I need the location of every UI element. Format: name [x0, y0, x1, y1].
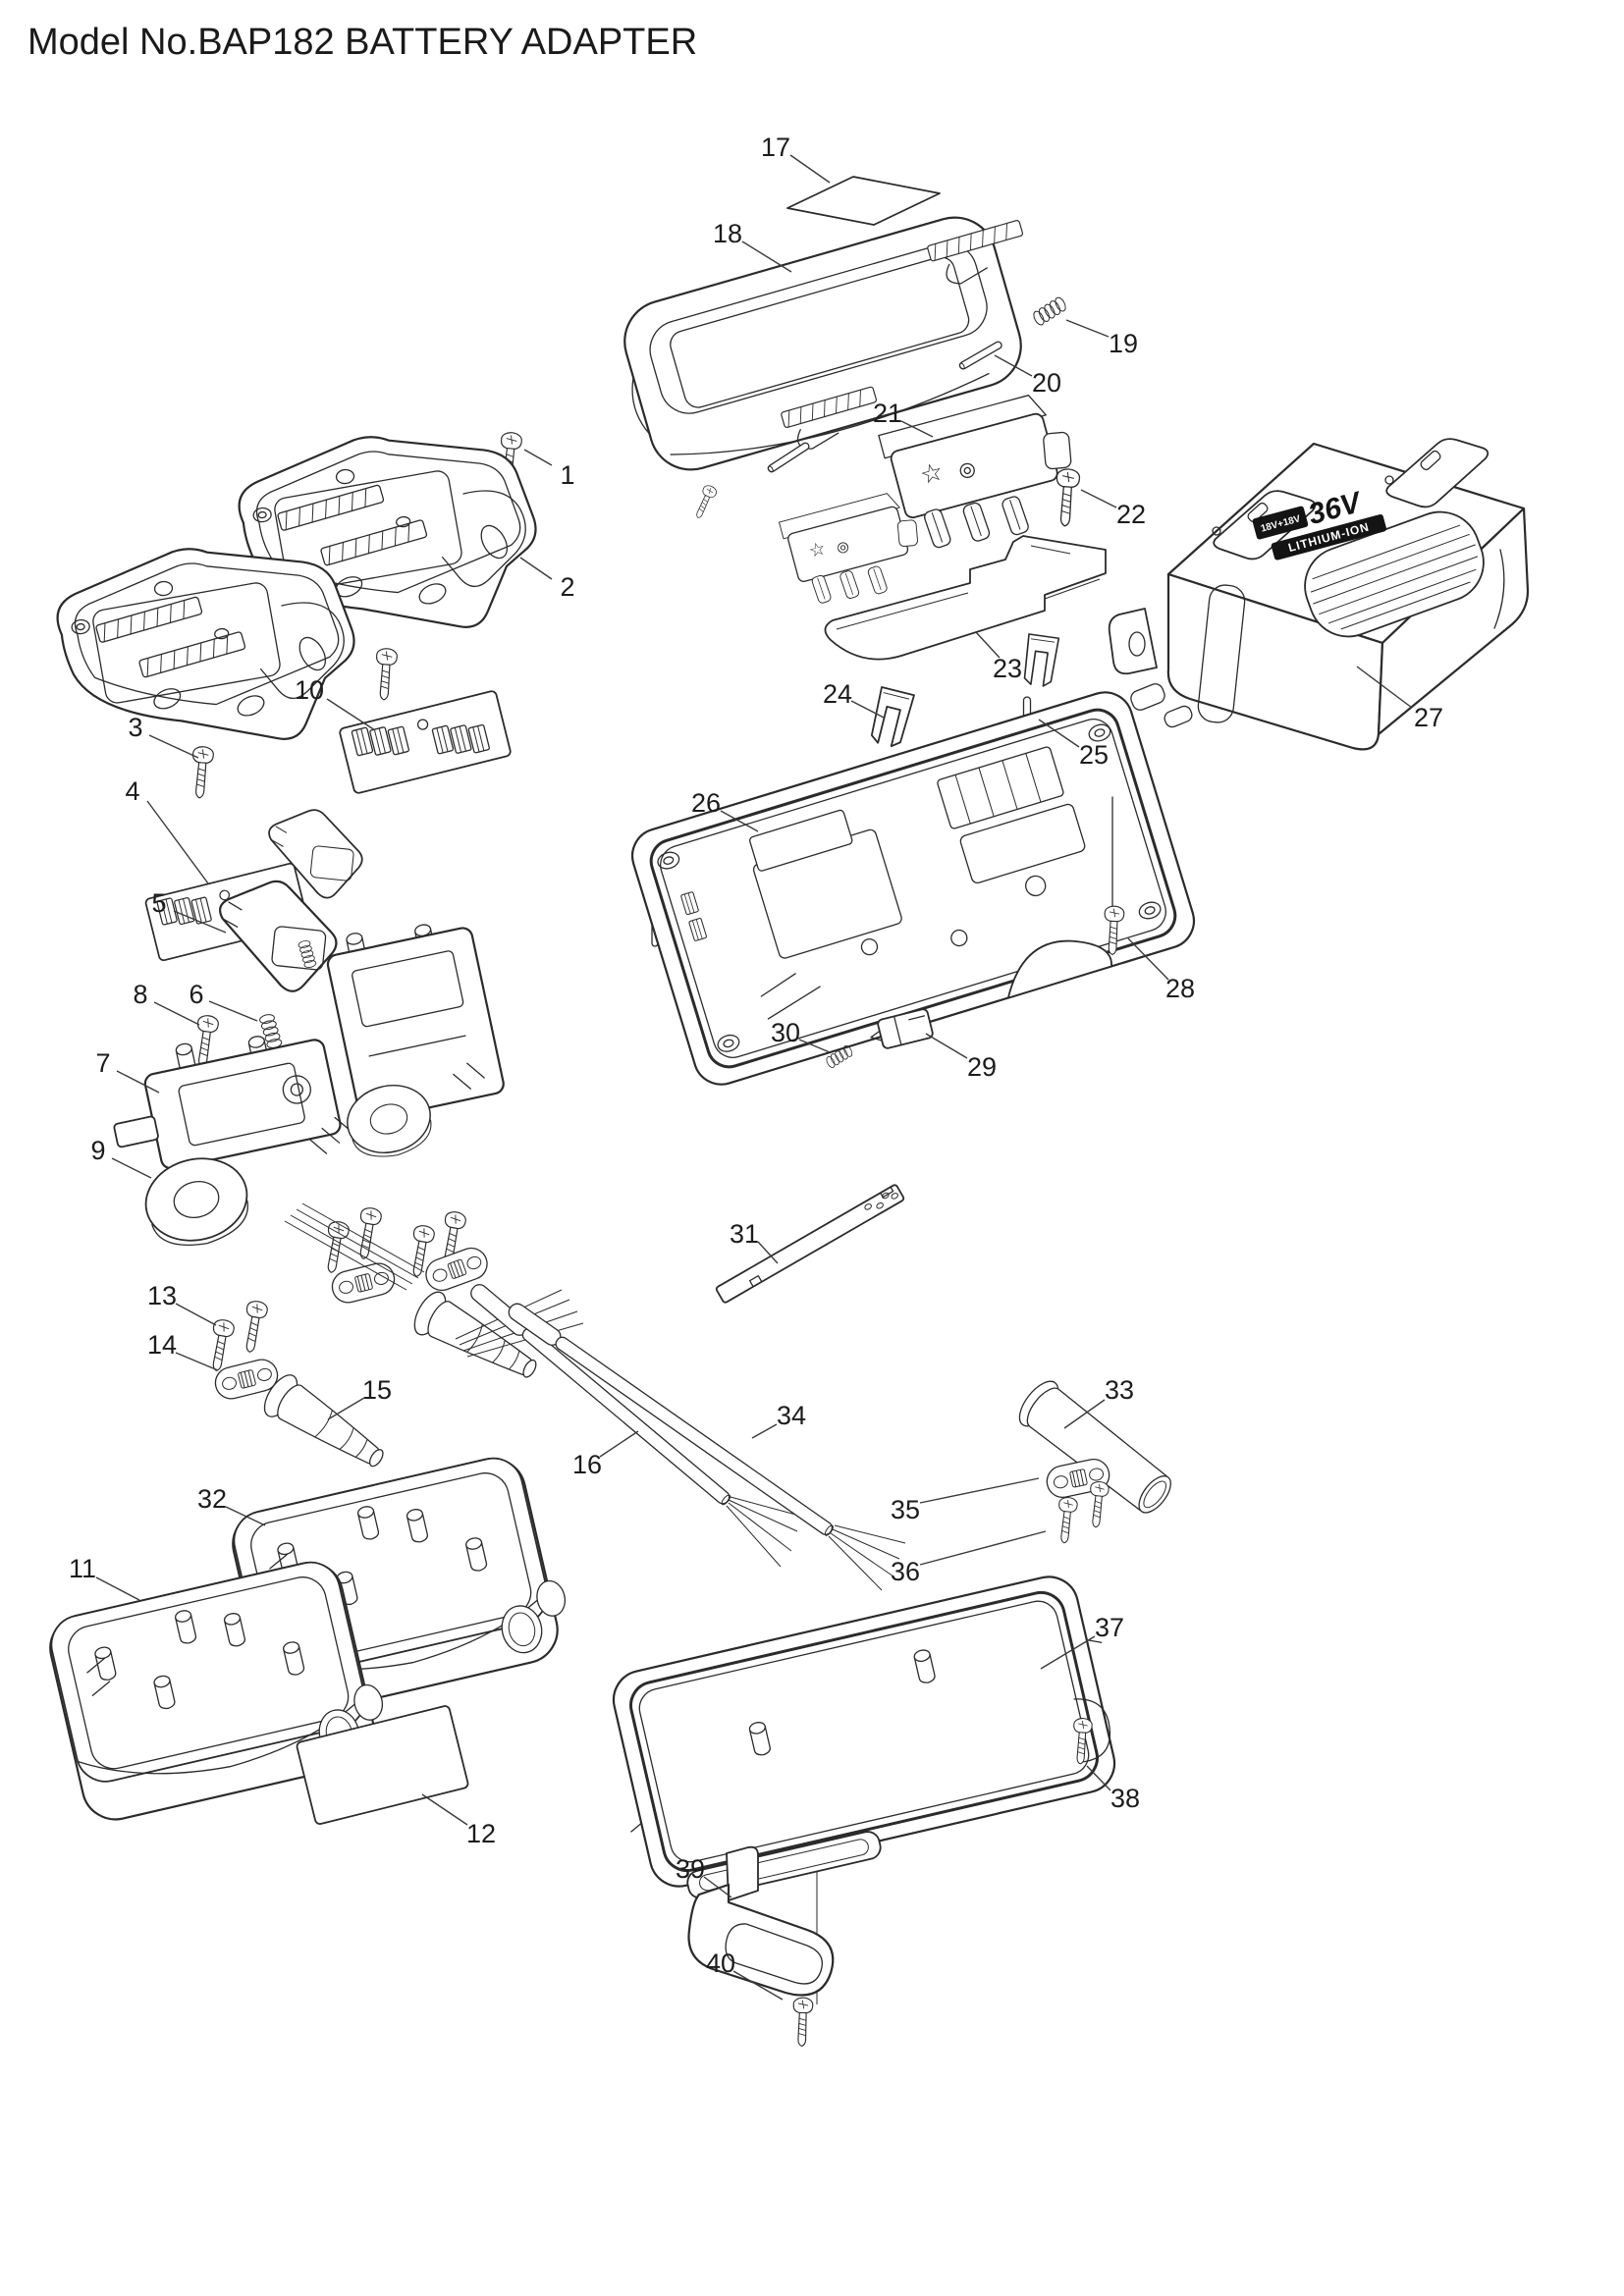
part-label-1: 1	[560, 460, 574, 490]
page-title: Model No.BAP182 BATTERY ADAPTER	[27, 22, 698, 63]
clamp-duplicate-left	[328, 1259, 399, 1307]
part-27-battery: 18V+18V 36V LITHIUM-ION	[1108, 438, 1530, 751]
part-label-24: 24	[823, 679, 852, 709]
part-19-spring	[1030, 294, 1069, 328]
part-label-7: 7	[95, 1048, 110, 1078]
part-label-6: 6	[189, 980, 203, 1009]
part-label-14: 14	[147, 1330, 177, 1360]
part-label-3: 3	[128, 713, 142, 742]
cable-34-end-wires	[828, 1524, 906, 1591]
part-label-22: 22	[1116, 500, 1146, 529]
part-label-30: 30	[771, 1018, 800, 1047]
part-label-29: 29	[967, 1052, 997, 1082]
part-label-19: 19	[1109, 329, 1138, 358]
part-label-36: 36	[891, 1557, 920, 1586]
part-label-39: 39	[676, 1854, 705, 1884]
terminal-block-duplicate: ☆	[780, 488, 933, 614]
part-10-pcb	[339, 690, 512, 794]
part-22-screw	[1053, 467, 1081, 528]
fork-clip-duplicate	[1021, 633, 1060, 688]
part-label-17: 17	[761, 133, 790, 162]
part-16-cable-sheath	[470, 1284, 731, 1506]
part-label-40: 40	[706, 1949, 735, 1978]
part-34-cable-sheath	[508, 1303, 834, 1536]
part-label-5: 5	[151, 888, 166, 918]
part-label-11: 11	[69, 1554, 96, 1583]
part-label-12: 12	[466, 1819, 496, 1848]
part-label-28: 28	[1165, 974, 1195, 1003]
leader-lines	[95, 154, 1413, 2001]
part-label-9: 9	[90, 1136, 105, 1165]
part-label-25: 25	[1079, 740, 1109, 770]
part-label-37: 37	[1095, 1613, 1124, 1642]
part-label-23: 23	[993, 654, 1022, 683]
part-label-8: 8	[133, 980, 147, 1009]
part-12-name-label	[296, 1705, 469, 1825]
part-label-31: 31	[730, 1219, 759, 1249]
part-label-13: 13	[147, 1281, 177, 1310]
part-17-label-sticker	[786, 176, 941, 226]
part-label-16: 16	[572, 1450, 602, 1479]
cable-16-end-wires	[726, 1496, 804, 1568]
part-28-screw	[1102, 796, 1125, 956]
part-number-labels: 1 2 3 4 5 6 7 8 9 10 11 12 13 14 15 16 1…	[69, 133, 1443, 1978]
part-23-bracket	[824, 535, 1107, 661]
part-label-4: 4	[125, 776, 139, 806]
part-40-screw	[791, 1997, 814, 2048]
part-label-20: 20	[1032, 368, 1061, 398]
part-label-18: 18	[713, 219, 742, 248]
part-26-chassis	[630, 691, 1196, 1086]
part-label-2: 2	[560, 572, 574, 602]
part-label-15: 15	[362, 1375, 392, 1405]
star-marking: ☆	[806, 537, 828, 561]
battery-mount-duplicate	[52, 533, 364, 762]
part-label-33: 33	[1105, 1375, 1134, 1405]
part-label-35: 35	[891, 1495, 920, 1524]
part-label-21: 21	[873, 399, 902, 428]
part-7-contact-block	[113, 1034, 353, 1170]
part-29-latch	[870, 1008, 934, 1049]
part-label-32: 32	[197, 1484, 227, 1514]
part-label-26: 26	[691, 788, 721, 818]
part-39-belt-clip	[687, 1845, 835, 1997]
part-31-terminal-strip	[715, 1184, 905, 1304]
contact-block-duplicate	[326, 923, 505, 1122]
part-24-fork-clip	[867, 686, 915, 750]
part-3-screw	[189, 745, 215, 800]
part-label-10: 10	[295, 675, 324, 705]
part-label-27: 27	[1414, 703, 1443, 732]
part-label-38: 38	[1110, 1784, 1140, 1813]
part-21-terminal-block: ☆	[879, 388, 1091, 563]
screw-near-terminal	[691, 483, 719, 521]
screw-near-pcb10	[372, 647, 399, 702]
part-label-34: 34	[777, 1401, 806, 1430]
part-9-roller	[135, 1147, 258, 1257]
part-18-top-cover	[623, 216, 1024, 471]
